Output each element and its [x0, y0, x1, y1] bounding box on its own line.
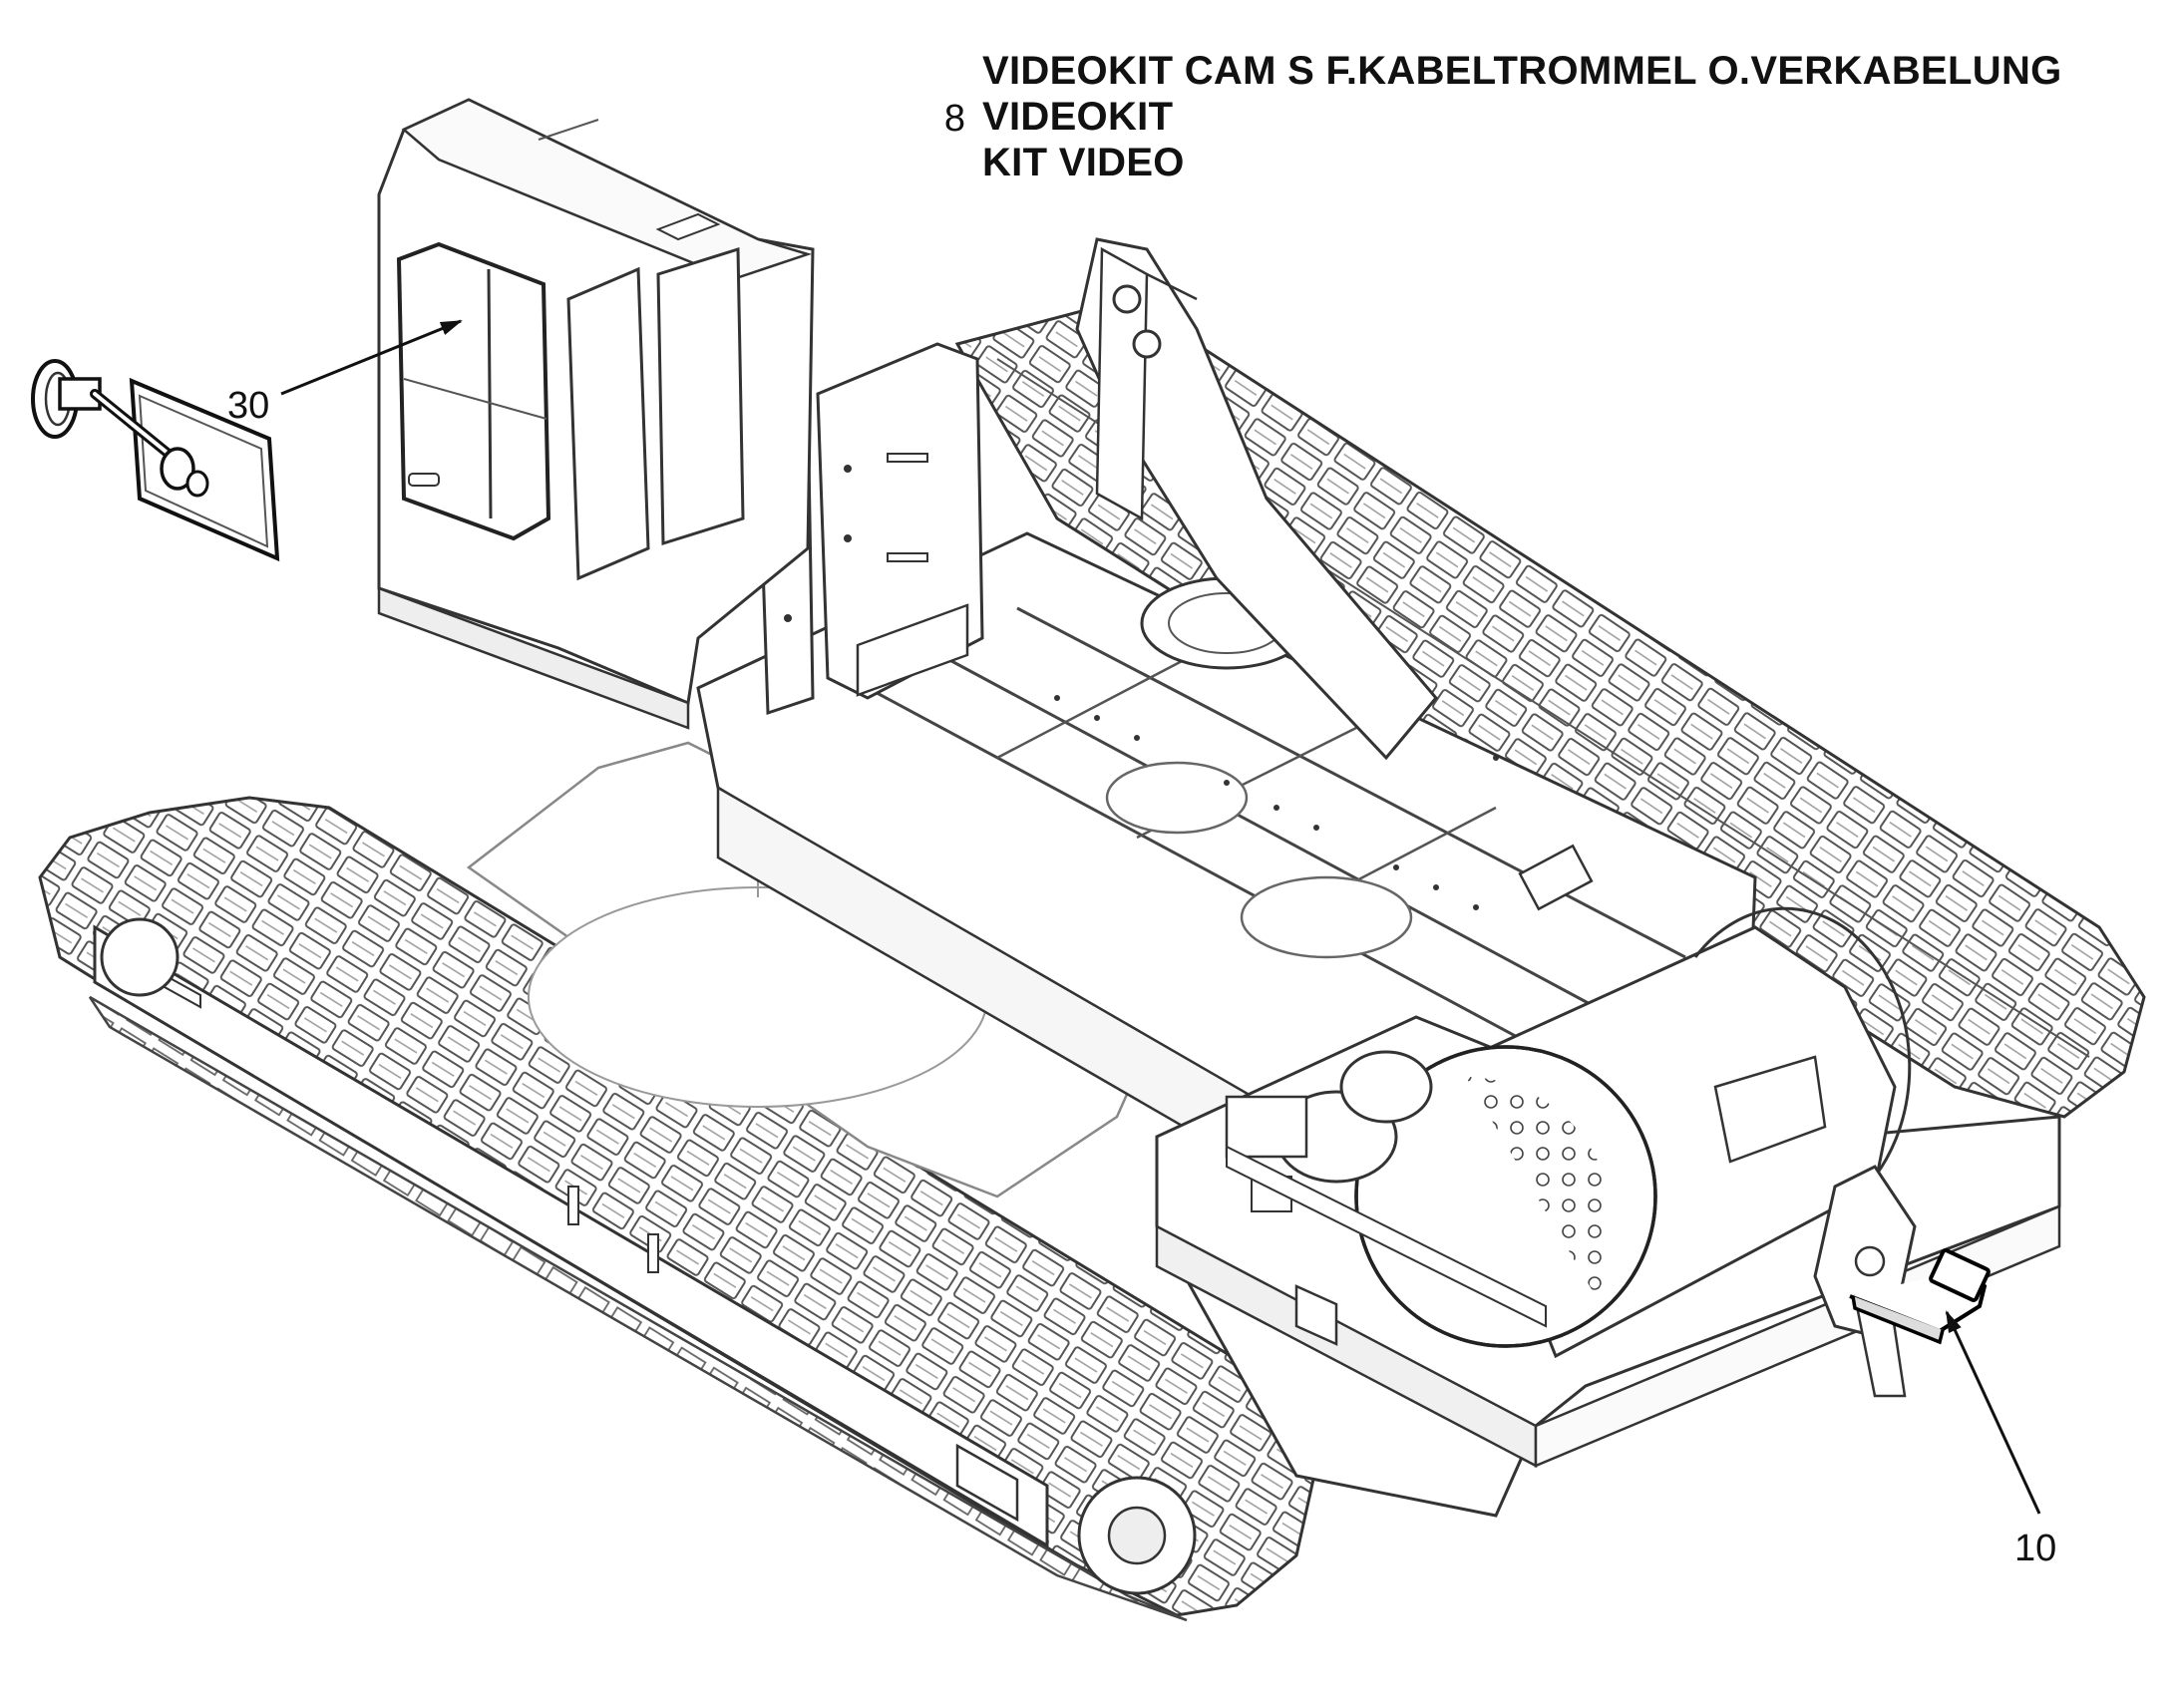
cable-drum-assembly — [1155, 906, 2061, 1518]
title-block: 8 VIDEOKIT CAM S F.KABELTROMMEL O.VERKAB… — [944, 48, 2062, 185]
a-frame — [1075, 237, 1438, 761]
left-crawler-track — [38, 796, 1318, 1622]
monitor-kit-item-30 — [31, 359, 280, 562]
callout-30-arrow — [280, 319, 463, 396]
callout-10-label: 10 — [2014, 1528, 2057, 1569]
position-number: 8 — [943, 98, 965, 140]
callout-30-label: 30 — [227, 385, 270, 427]
title-line-french: KIT VIDEO — [982, 141, 1185, 184]
title-line-german-short: VIDEOKIT — [982, 95, 1174, 139]
title-line-german-long: VIDEOKIT CAM S F.KABELTROMMEL O.VERKABEL… — [982, 49, 2062, 93]
callout-leaders — [280, 319, 2041, 1515]
callout-10-arrow — [1945, 1310, 2041, 1515]
operator-cab — [377, 98, 815, 730]
